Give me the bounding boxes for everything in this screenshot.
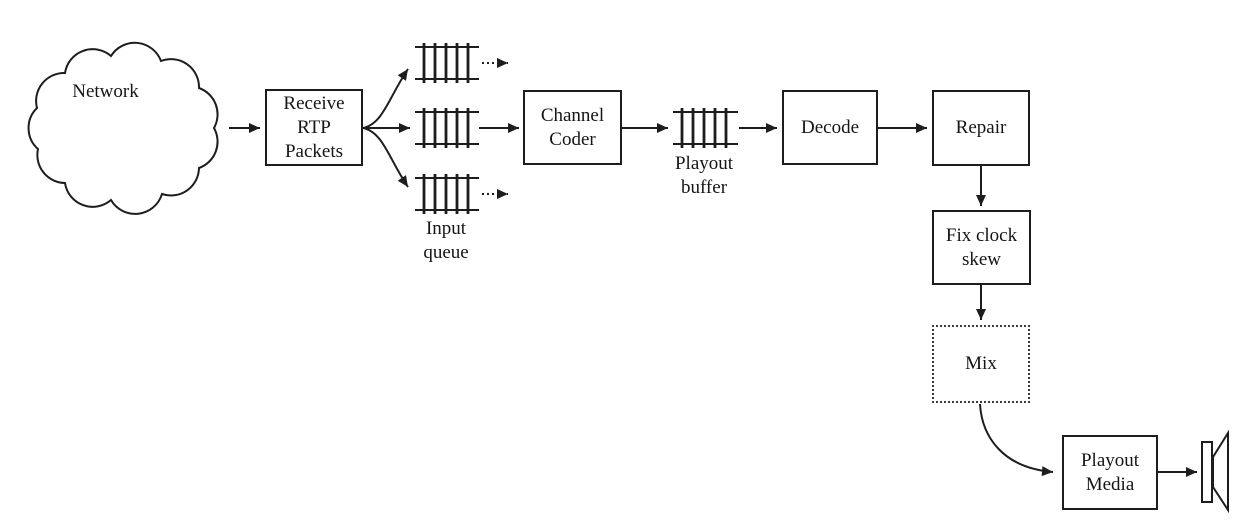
arrow-receive-to-queue-bottom (362, 127, 409, 188)
mix-label: Mix (965, 353, 997, 374)
input-queue-bottom-icon (415, 174, 479, 214)
decode-box: Decode (782, 90, 878, 165)
input-queue-middle-icon (415, 108, 479, 148)
playout-buffer-label-line1: Playout (674, 153, 734, 174)
fix-clock-skew-box: Fix clock skew (932, 210, 1031, 285)
repair-box: Repair (932, 90, 1030, 166)
playout-media-line2: Media (1085, 473, 1135, 495)
receive-rtp-packets-line1: Receive (283, 92, 345, 114)
channel-coder-box: Channel Coder (523, 90, 622, 165)
fix-clock-skew-line2: skew (961, 248, 1002, 270)
fix-clock-skew-line1: Fix clock (945, 224, 1018, 246)
input-queue-top-icon (415, 43, 479, 83)
playout-media-box: Playout Media (1062, 435, 1158, 510)
receive-rtp-packets-box: Receive RTP Packets (265, 89, 363, 166)
network-label: Network (58, 80, 153, 104)
input-queue-label-line1: Input (425, 218, 467, 239)
playout-buffer-label-line2: buffer (680, 177, 728, 198)
loudspeaker-icon (1201, 429, 1229, 514)
channel-coder-line2: Coder (549, 128, 596, 150)
playout-media-line1: Playout (1080, 449, 1140, 471)
playout-buffer-icon (673, 108, 738, 148)
network-cloud (27, 41, 219, 215)
playout-buffer-label: Playout buffer (653, 152, 755, 200)
network-label-text: Network (72, 81, 139, 102)
receive-rtp-packets-line3: Packets (284, 140, 344, 162)
decode-label: Decode (800, 116, 860, 138)
input-queue-label-line2: queue (423, 242, 469, 263)
receive-rtp-packets-line2: RTP (297, 116, 331, 138)
repair-label: Repair (955, 117, 1007, 138)
channel-coder-line1: Channel (540, 104, 605, 126)
arrow-mix-to-playout-media (979, 403, 1054, 477)
input-queue-label: Input queue (396, 217, 496, 265)
mix-box: Mix (932, 325, 1030, 403)
arrow-receive-to-queue-top (362, 68, 409, 129)
